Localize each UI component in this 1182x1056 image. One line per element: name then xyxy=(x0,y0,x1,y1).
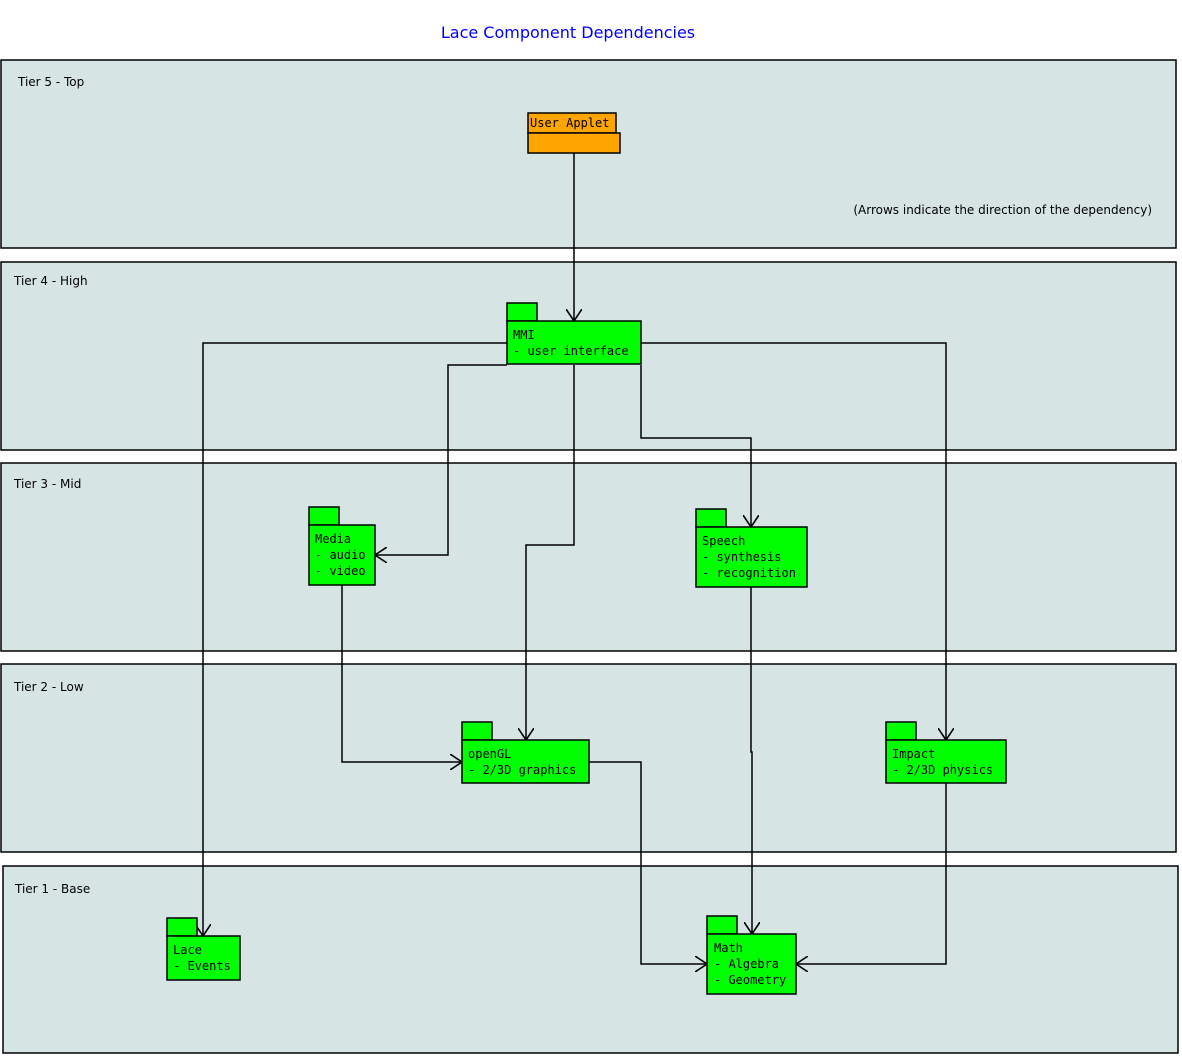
svg-text:- synthesis: - synthesis xyxy=(702,550,781,564)
package-opengl: openGL - 2/3D graphics xyxy=(461,721,590,784)
package-mmi: MMI - user interface xyxy=(506,302,642,365)
svg-text:Lace: Lace xyxy=(173,943,202,957)
package-impact: Impact - 2/3D physics xyxy=(885,721,1007,784)
diagram-title: Lace Component Dependencies xyxy=(441,23,695,42)
svg-text:Speech: Speech xyxy=(702,534,745,548)
svg-text:- 2/3D graphics: - 2/3D graphics xyxy=(468,763,576,777)
package-math: Math - Algebra - Geometry xyxy=(706,915,797,995)
svg-text:- video: - video xyxy=(315,564,366,578)
tier-label: Tier 2 - Low xyxy=(13,680,84,694)
direction-note: (Arrows indicate the direction of the de… xyxy=(853,203,1152,217)
svg-text:MMI: MMI xyxy=(513,328,535,342)
tier-3: Tier 3 - Mid xyxy=(0,462,1177,652)
arrow-speech-math xyxy=(751,587,752,934)
svg-text:- Geometry: - Geometry xyxy=(714,973,786,987)
package-user-applet: User Applet xyxy=(527,112,621,154)
tier-label: Tier 5 - Top xyxy=(17,75,84,89)
svg-text:- audio: - audio xyxy=(315,548,366,562)
package-name: User Applet xyxy=(530,116,609,130)
dependency-arrows xyxy=(203,153,946,964)
package-speech: Speech - synthesis - recognition xyxy=(695,508,808,588)
svg-text:- user interface: - user interface xyxy=(513,344,629,358)
arrow-mmi-impact xyxy=(641,342,946,740)
svg-text:Impact: Impact xyxy=(892,747,935,761)
arrow-mmi-lace xyxy=(203,342,507,936)
arrow-mmi-media xyxy=(375,364,507,555)
arrow-opengl-math xyxy=(589,761,707,964)
tier-label: Tier 3 - Mid xyxy=(13,477,81,491)
svg-text:Math: Math xyxy=(714,941,743,955)
svg-text:- Algebra: - Algebra xyxy=(714,957,779,971)
arrow-media-opengl xyxy=(341,585,462,762)
svg-text:Media: Media xyxy=(315,532,351,546)
arrow-impact-math xyxy=(796,783,947,964)
arrow-mmi-speech xyxy=(640,365,751,527)
arrow-mmi-opengl xyxy=(526,365,575,740)
package-lace: Lace - Events xyxy=(166,917,241,981)
svg-text:- recognition: - recognition xyxy=(702,566,796,580)
svg-text:openGL: openGL xyxy=(468,747,511,761)
tier-label: Tier 1 - Base xyxy=(14,882,90,896)
tier-5: Tier 5 - Top xyxy=(0,59,1177,249)
svg-text:- Events: - Events xyxy=(173,959,231,973)
svg-text:- 2/3D physics: - 2/3D physics xyxy=(892,763,993,777)
package-media: Media - audio - video xyxy=(308,506,376,586)
tier-label: Tier 4 - High xyxy=(13,274,88,288)
